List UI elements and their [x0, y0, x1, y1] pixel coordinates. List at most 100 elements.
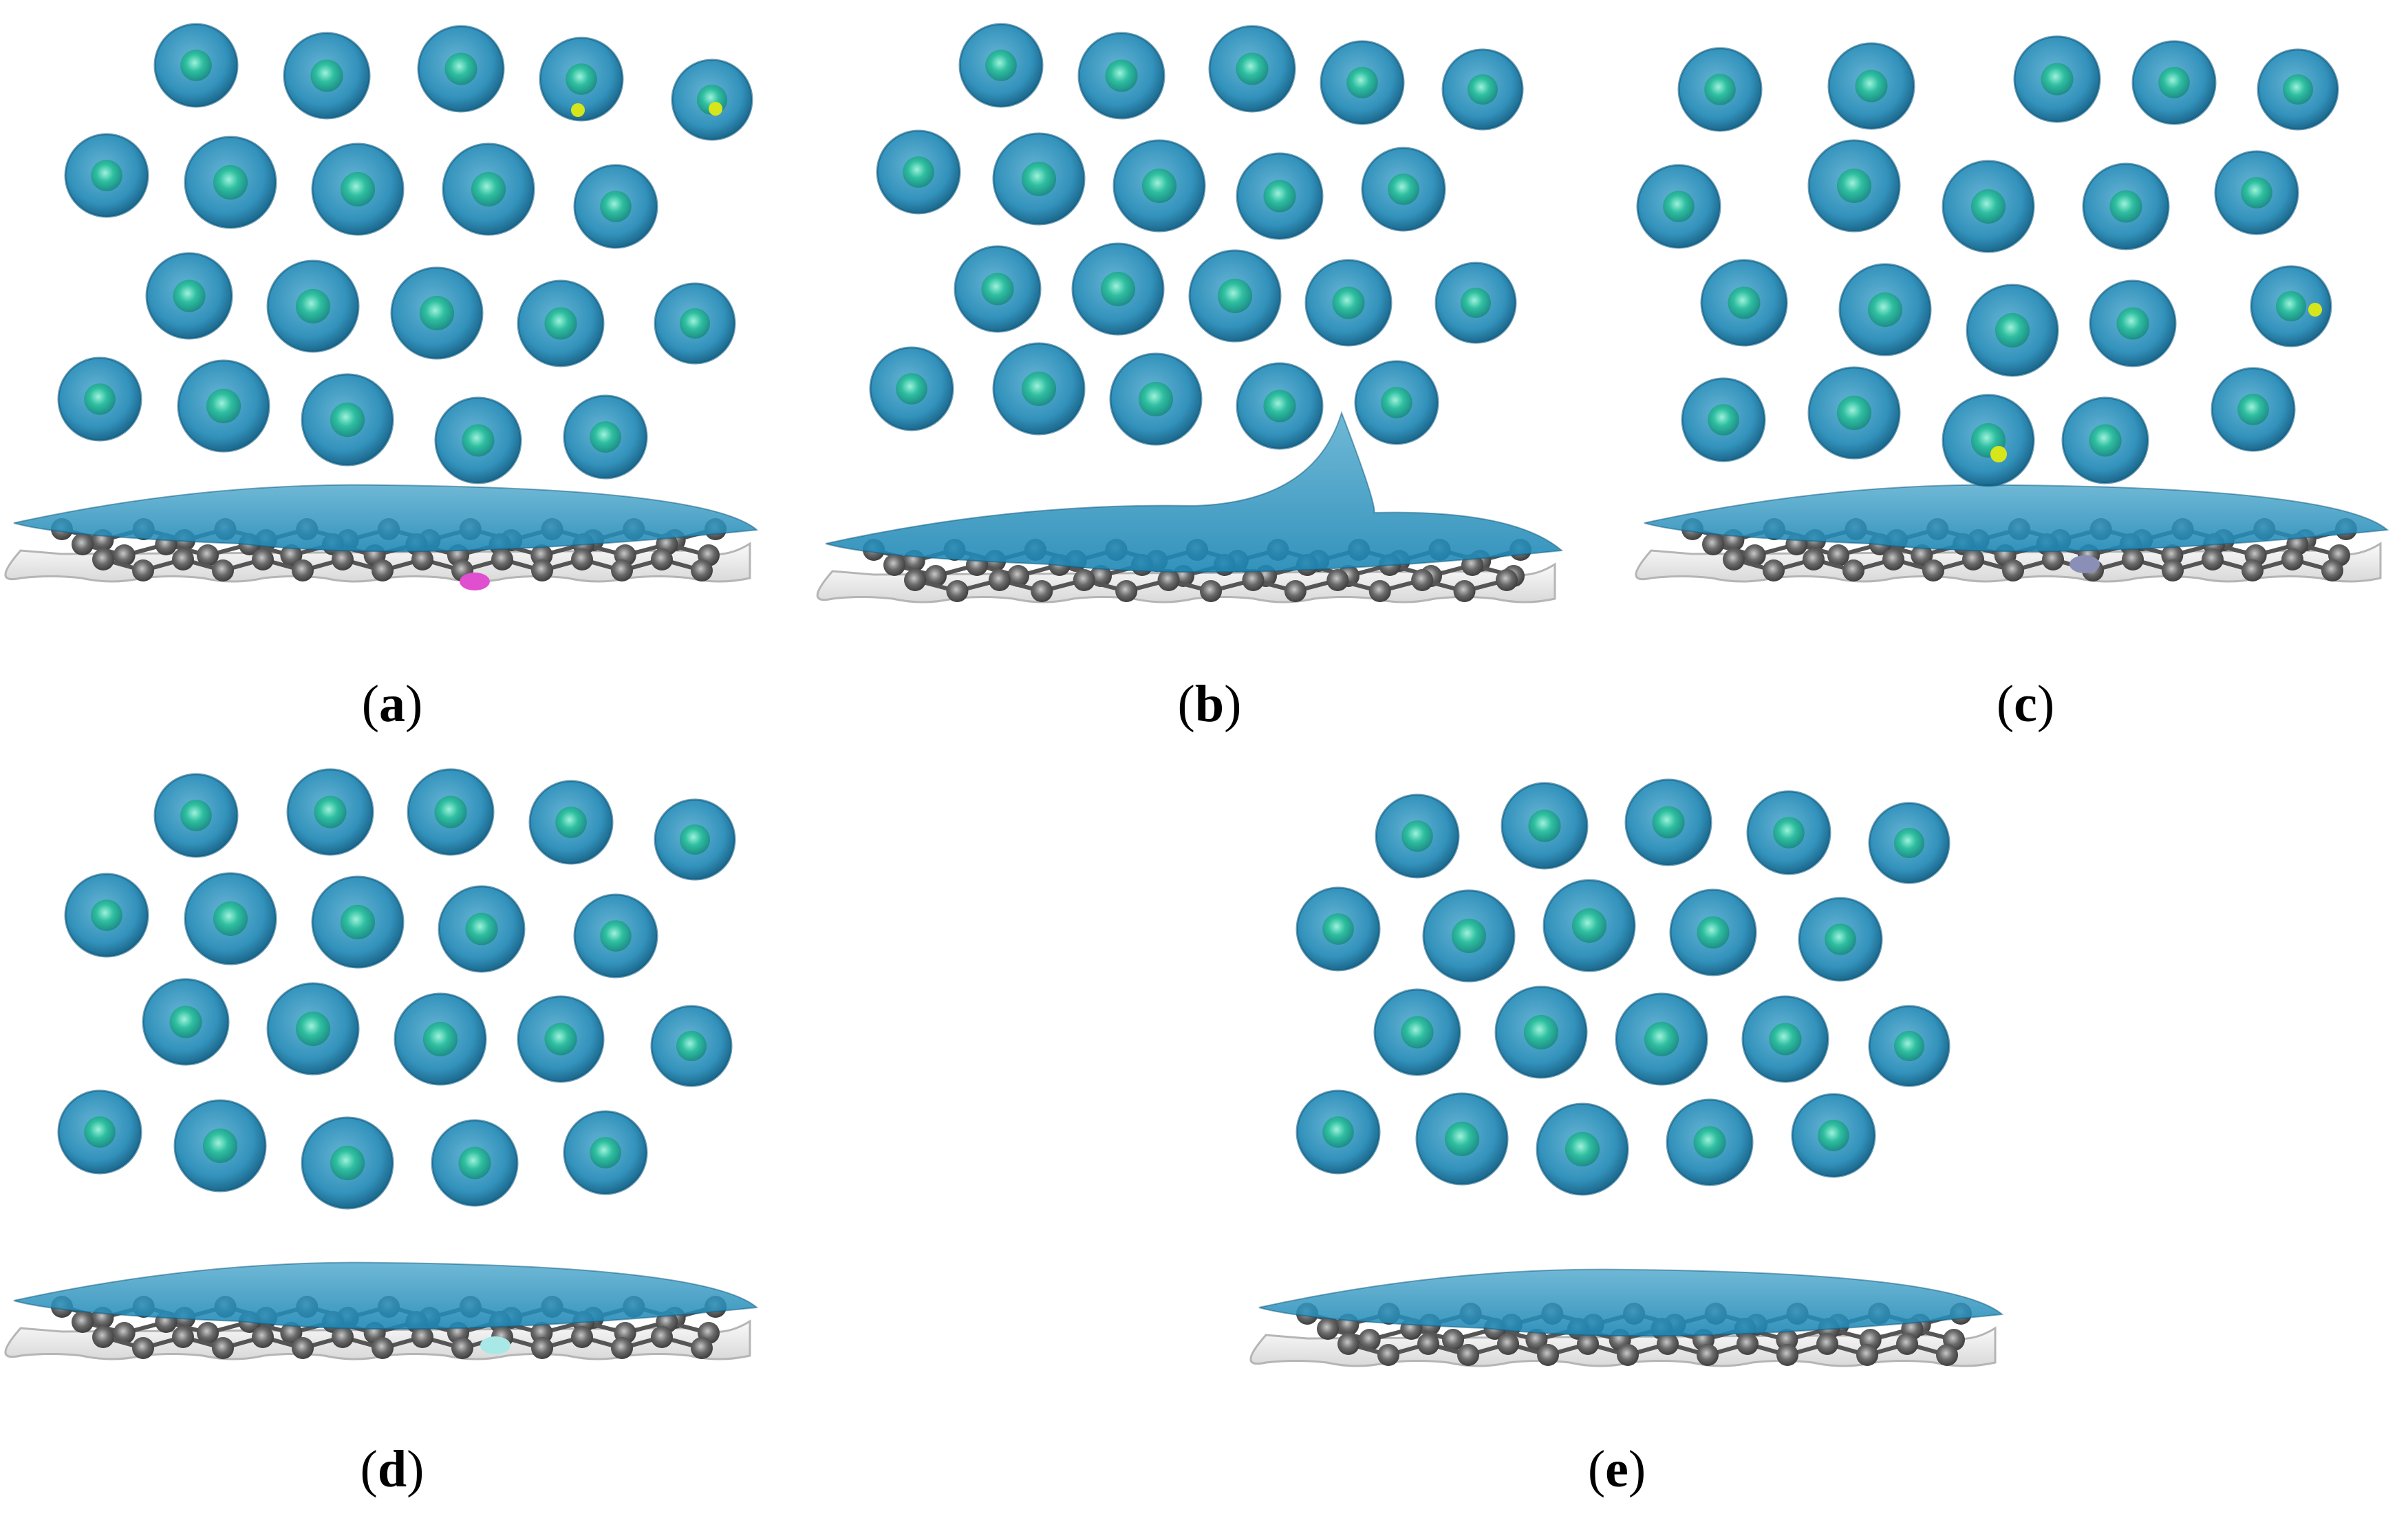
atom-core — [1100, 271, 1136, 307]
carbon-atom — [1702, 533, 1724, 555]
metal-atom — [142, 978, 230, 1066]
charge-density-layer — [13, 484, 759, 553]
metal-atom — [1666, 1098, 1754, 1186]
carbon-atom — [411, 548, 433, 570]
atom-core — [206, 388, 241, 424]
atom-core — [419, 295, 455, 331]
metal-atom — [1077, 32, 1165, 120]
atom-core — [458, 1146, 491, 1179]
carbon-atom — [132, 1337, 154, 1359]
metal-atom — [184, 136, 277, 229]
carbon-atom — [212, 1337, 234, 1359]
metal-atom — [1296, 886, 1381, 972]
carbon-atom — [1317, 1318, 1339, 1340]
metal-atom — [1361, 147, 1446, 232]
metal-atom — [563, 1110, 648, 1195]
metal-atom — [1791, 1093, 1876, 1178]
metal-atom — [283, 32, 371, 120]
carbon-atom — [1358, 1329, 1381, 1351]
carbon-atom — [1442, 1329, 1464, 1351]
metal-atom — [1677, 47, 1763, 132]
atom-core — [2241, 177, 2272, 209]
carbon-atom — [1242, 569, 1265, 591]
panel-c-label: (c) — [1996, 675, 2055, 733]
atom-core — [1460, 287, 1492, 319]
metal-atom — [1422, 889, 1516, 983]
carbon-atom — [1743, 544, 1766, 566]
carbon-atom — [1368, 580, 1391, 602]
metal-atom — [992, 132, 1086, 226]
metal-atom — [266, 982, 360, 1076]
metal-atom — [517, 279, 605, 367]
atom-core — [1451, 918, 1487, 954]
carbon-atom — [1803, 548, 1825, 570]
carbon-atom — [1723, 548, 1745, 570]
atom-core — [676, 1030, 707, 1062]
atom-core — [2109, 190, 2142, 223]
atom-core — [1693, 1126, 1726, 1159]
metal-atom — [671, 58, 753, 141]
carbon-bond — [103, 557, 702, 573]
metal-atom — [57, 1089, 142, 1175]
atom-core — [981, 273, 1014, 306]
metal-atom — [1208, 25, 1296, 113]
carbon-atom — [691, 1337, 713, 1359]
metal-atom — [64, 133, 149, 218]
atom-core — [1565, 1131, 1600, 1167]
carbon-atom — [280, 1322, 303, 1344]
metal-atom — [1112, 139, 1206, 233]
carbon-atom — [1936, 1344, 1958, 1366]
atom-core — [566, 63, 597, 95]
carbon-atom — [332, 1326, 354, 1348]
atom-core — [84, 383, 116, 415]
metal-atom — [1188, 249, 1282, 343]
carbon-atom — [925, 565, 947, 587]
carbon-atom — [571, 1326, 593, 1348]
carbon-atom — [1856, 1344, 1878, 1366]
metal-atom — [2089, 279, 2177, 367]
atom-core — [340, 904, 376, 940]
carbon-atom — [691, 559, 713, 581]
carbon-atom — [72, 1311, 94, 1333]
carbon-atom — [651, 1326, 673, 1348]
metal-atom — [1441, 48, 1524, 131]
atom-core — [600, 191, 632, 222]
carbon-atom — [92, 548, 114, 570]
metal-atom — [2131, 40, 2217, 125]
carbon-atom — [1337, 1333, 1359, 1355]
atom-core — [2158, 67, 2190, 98]
metal-atom — [1636, 164, 1721, 249]
carbon-atom — [491, 548, 513, 570]
metal-atom — [173, 1099, 267, 1193]
atom-core — [180, 800, 212, 831]
metal-atom — [654, 798, 736, 881]
atom-core — [1995, 312, 2030, 348]
carbon-atom — [1697, 1344, 1719, 1366]
atom-core — [1444, 1121, 1480, 1157]
metal-atom — [301, 373, 394, 467]
carbon-atom — [1537, 1344, 1559, 1366]
atom-core — [202, 1128, 238, 1164]
carbon-atom — [1776, 1344, 1798, 1366]
carbon-atom — [2162, 559, 2184, 581]
charge-density-layer — [13, 1261, 759, 1330]
atom-core — [590, 421, 621, 453]
metal-atom — [1109, 352, 1203, 446]
atom-core — [679, 308, 711, 339]
atom-core — [985, 50, 1017, 81]
metal-atom — [1373, 988, 1461, 1076]
metal-atom — [177, 359, 270, 453]
atom-core — [1401, 820, 1433, 852]
atom-core — [314, 796, 347, 829]
highlight-dot — [571, 103, 585, 117]
panel-a-label: (a) — [361, 675, 423, 733]
metal-atom — [184, 872, 277, 965]
carbon-atom — [1497, 1333, 1519, 1355]
atom-core — [295, 288, 331, 324]
carbon-atom — [1377, 1344, 1399, 1366]
carbon-atom — [72, 533, 94, 555]
atom-core — [1970, 189, 2006, 224]
carbon-atom — [197, 1322, 219, 1344]
atom-core — [896, 373, 927, 405]
carbon-atom — [212, 559, 234, 581]
